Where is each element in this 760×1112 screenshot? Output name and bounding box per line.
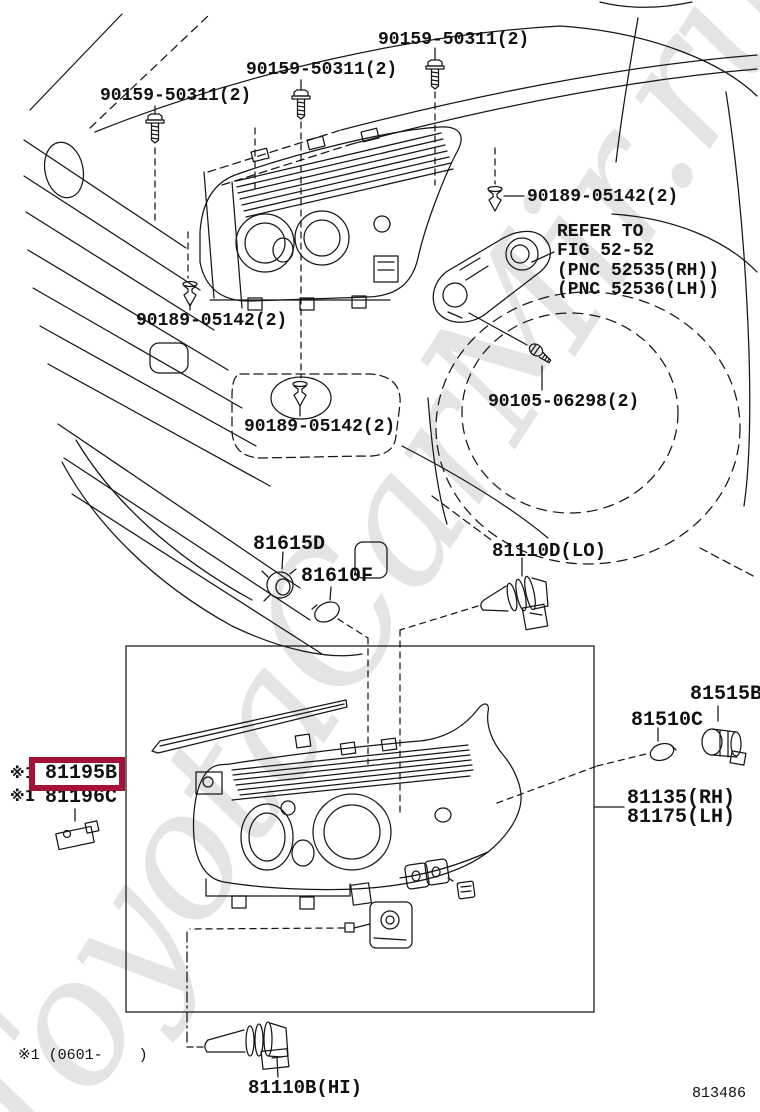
callout-bolt-3[interactable]: 90159-50311(2) — [378, 30, 530, 50]
callout-headlamp-lh[interactable]: 81175(LH) — [627, 806, 736, 829]
car-body-line-art — [29, 1, 758, 507]
callout-bolt-2[interactable]: 90159-50311(2) — [246, 60, 398, 80]
socket-81515B-drawing — [701, 728, 747, 766]
bulb-81110D-low-drawing — [480, 575, 549, 631]
headlamp-detail-box — [125, 645, 595, 1013]
callout-bulb-81610F[interactable]: 81610F — [301, 565, 374, 588]
clip-icon-lower — [292, 380, 308, 407]
bulb-81510C-drawing — [649, 742, 677, 762]
refer-note-line3: (PNC 52535(RH)) — [557, 261, 720, 281]
callout-bulb-81110D-low[interactable]: 81110D(LO) — [492, 540, 607, 562]
refer-note-line4: (PNC 52536(LH)) — [557, 280, 720, 300]
callout-clip-right[interactable]: 90189-05142(2) — [527, 187, 679, 207]
grille-and-bumper — [23, 139, 549, 657]
bulb-81110B-high-drawing — [204, 1021, 290, 1070]
callout-socket-81515B[interactable]: 81515B — [690, 683, 760, 706]
headlamp-assembly-detail — [151, 699, 522, 910]
callout-bulb-81510C[interactable]: 81510C — [631, 709, 704, 732]
socket-81615D-drawing — [261, 568, 297, 602]
callout-clip-lower[interactable]: 90189-05142(2) — [244, 417, 396, 437]
callout-screw[interactable]: 90105-06298(2) — [488, 392, 640, 412]
clip-icon-right — [487, 185, 503, 212]
callout-clip-left[interactable]: 90189-05142(2) — [136, 311, 288, 331]
callout-bulb-81110B-high[interactable]: 81110B(HI) — [248, 1077, 363, 1099]
callout-bolt-1[interactable]: 90159-50311(2) — [100, 86, 252, 106]
callout-cover-81195B-selected[interactable]: 81195B — [45, 762, 118, 785]
leader-lines-dashed — [154, 91, 651, 930]
bulb-81610F-drawing — [311, 601, 340, 623]
callout-socket-81615D[interactable]: 81615D — [253, 533, 326, 556]
cover-81196C-drawing — [55, 820, 100, 851]
leader-lines-dashdot — [186, 931, 205, 1048]
callout-headlamp-rh[interactable]: 81135(RH) — [627, 787, 736, 810]
bolt-icon-3 — [425, 59, 445, 90]
refer-note-line2: FIG 52-52 — [557, 241, 655, 261]
refer-note-line1: REFER TO — [557, 222, 644, 242]
clip-icon-left — [182, 280, 198, 307]
bolt-icon-2 — [291, 89, 311, 120]
bolt-icon-1 — [145, 113, 165, 144]
screw-icon — [528, 343, 552, 364]
leader-lines-solid — [74, 47, 719, 1078]
footnote-text: ※1 (0601- ) — [18, 1047, 148, 1064]
footnote-marker-1: ※1 — [10, 764, 36, 782]
callout-cover-81196C[interactable]: 81196C — [45, 786, 118, 809]
figure-code: 813486 — [692, 1085, 747, 1102]
headlamp-in-situ — [199, 126, 462, 311]
mount-bracket-refer-part — [432, 230, 555, 323]
retainer-bracket-drawing — [404, 858, 476, 900]
wheel-arch — [427, 291, 758, 579]
leveling-motor-drawing — [344, 901, 413, 949]
footnote-marker-2: ※1 — [10, 787, 36, 805]
